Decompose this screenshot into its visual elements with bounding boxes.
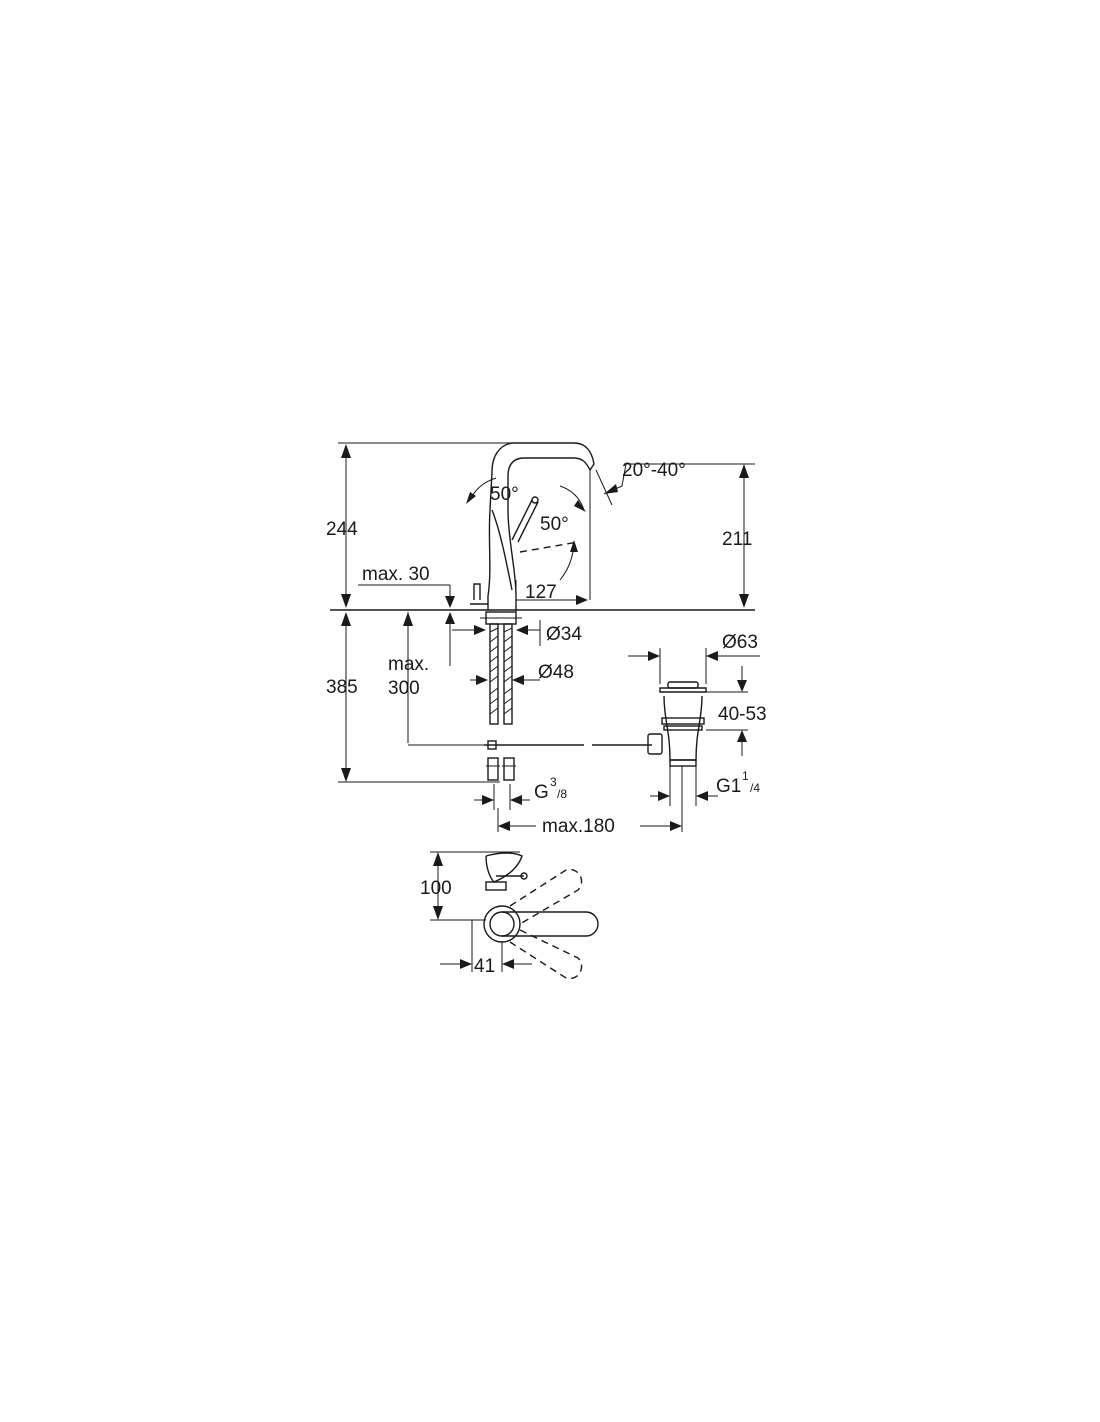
dim-g114-num: 1 — [742, 769, 749, 783]
spout-angle-line — [595, 469, 613, 506]
dim-g114 — [650, 766, 718, 806]
pop-up-waste — [647, 681, 707, 767]
dim-o63-label: Ø63 — [722, 632, 758, 653]
dim-100 — [430, 851, 520, 921]
dim-max-180 — [497, 766, 683, 832]
dim-385 — [338, 612, 500, 783]
faucet-body — [487, 442, 595, 610]
lever-tip — [531, 496, 539, 504]
dim-244-label: 244 — [326, 519, 358, 540]
pop-up-knob — [473, 583, 481, 600]
spout-angle-label: 20°-40° — [622, 460, 686, 481]
hoses-below-deck — [480, 611, 652, 781]
dim-244 — [341, 444, 351, 608]
dim-40-53-label: 40-53 — [718, 704, 767, 725]
dim-o34-label: Ø34 — [546, 624, 582, 645]
dim-g38-den: /8 — [557, 787, 567, 801]
lever-angle-right-label: 50° — [540, 514, 569, 535]
dim-o34 — [452, 620, 541, 646]
dim-max-300 — [403, 612, 484, 746]
dim-g38-num: 3 — [550, 775, 557, 789]
dim-385-label: 385 — [326, 677, 358, 698]
faucet-top-view — [483, 852, 599, 980]
dim-o48 — [470, 675, 540, 685]
dim-o63 — [628, 648, 760, 684]
dim-211-label: 211 — [722, 529, 752, 550]
dim-max-30 — [358, 584, 455, 666]
dim-max-300-label-1: max. — [388, 654, 429, 675]
lever — [511, 499, 533, 541]
lever-angle-left-label: 50° — [490, 484, 519, 505]
body-contour — [491, 509, 513, 591]
faucet-side-view — [330, 442, 755, 611]
dim-100-label: 100 — [420, 878, 452, 899]
dim-41 — [440, 920, 532, 972]
dim-41-label: 41 — [474, 956, 495, 977]
dim-max-30-label: max. 30 — [362, 564, 430, 585]
dim-max-180-label: max.180 — [542, 816, 615, 837]
dim-g38-label: G — [534, 782, 549, 803]
dim-g38 — [474, 784, 530, 810]
dim-40-53 — [706, 666, 748, 756]
dim-127-label: 127 — [525, 582, 557, 603]
dim-max-300-label-2: 300 — [388, 678, 420, 699]
dim-g114-label: G1 — [716, 776, 741, 797]
dim-211 — [739, 464, 749, 608]
dim-o48-label: Ø48 — [538, 662, 574, 683]
lever-alt-position — [519, 541, 579, 553]
dim-g114-den: /4 — [750, 781, 760, 795]
lever-edge — [517, 501, 539, 543]
angle-arc-right — [559, 485, 585, 511]
